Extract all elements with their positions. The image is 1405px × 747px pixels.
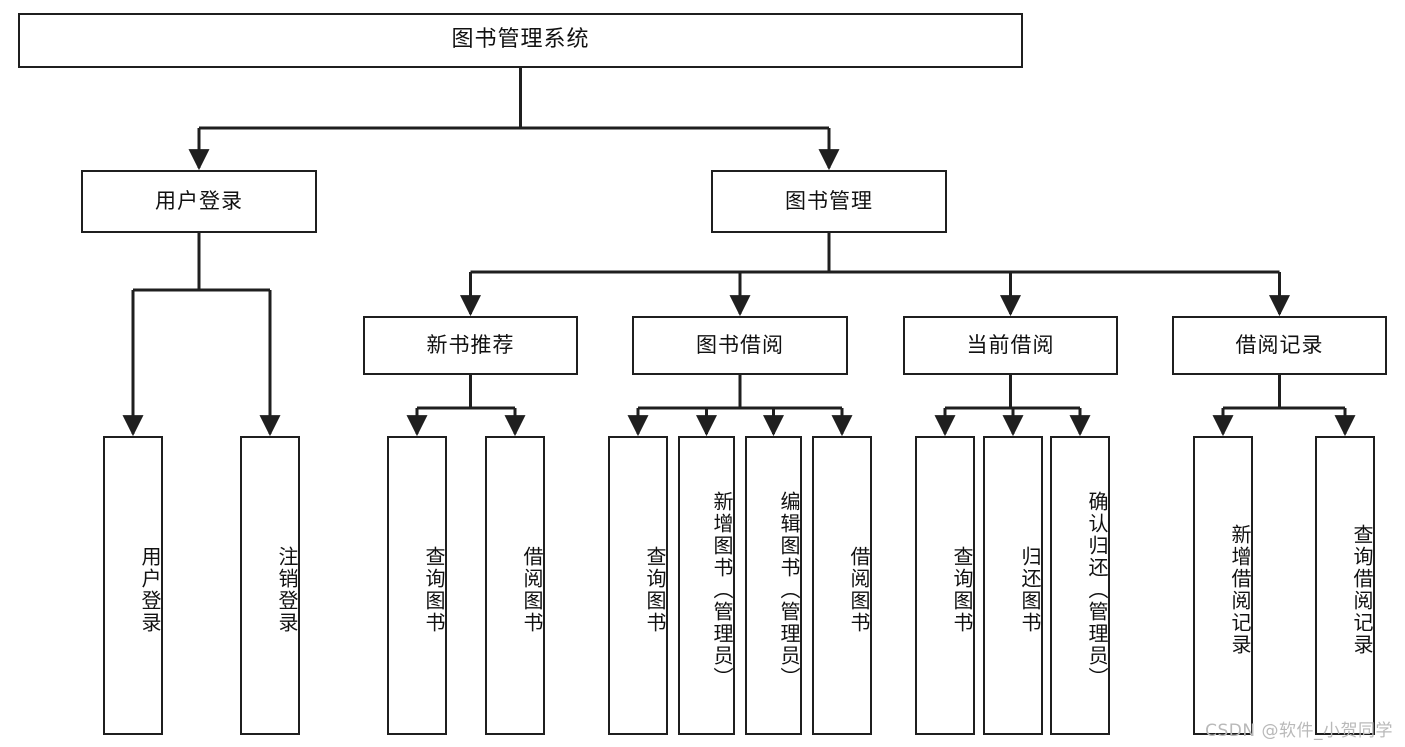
- node-leaf-return-book: 归还图书: [983, 436, 1043, 735]
- node-leaf-confirm-return: 确认归还（管理员）: [1050, 436, 1110, 735]
- node-leaf-edit-book: 编辑图书（管理员）: [745, 436, 802, 735]
- node-leaf-add-book-label: 新增图书（管理员）: [710, 490, 734, 689]
- node-leaf-borrow-book: 借阅图书: [812, 436, 872, 735]
- node-leaf-query-book-rec-label: 查询图书: [422, 545, 446, 634]
- node-leaf-logout-label: 注销登录: [275, 545, 299, 634]
- node-leaf-query-record-label: 查询借阅记录: [1350, 523, 1374, 656]
- node-leaf-edit-book-label: 编辑图书（管理员）: [777, 490, 801, 689]
- csdn-watermark: CSDN @软件_小贺同学: [1205, 721, 1393, 741]
- node-leaf-borrow-book-rec: 借阅图书: [485, 436, 545, 735]
- node-new-book-rec-label: 新书推荐: [426, 332, 515, 357]
- node-leaf-user-login-label: 用户登录: [138, 545, 162, 634]
- node-user-login-label: 用户登录: [155, 188, 243, 213]
- node-leaf-return-book-label: 归还图书: [1018, 545, 1042, 634]
- node-leaf-borrow-book-rec-label: 借阅图书: [520, 545, 544, 634]
- node-leaf-query-book-label: 查询图书: [643, 545, 667, 634]
- node-user-login: 用户登录: [81, 170, 317, 233]
- node-leaf-query-book-cur: 查询图书: [915, 436, 975, 735]
- node-book-borrow: 图书借阅: [632, 316, 848, 375]
- node-current-borrow: 当前借阅: [903, 316, 1118, 375]
- node-book-manage-label: 图书管理: [785, 188, 873, 213]
- node-leaf-add-book: 新增图书（管理员）: [678, 436, 735, 735]
- node-leaf-confirm-return-label: 确认归还（管理员）: [1085, 490, 1109, 689]
- node-leaf-user-login: 用户登录: [103, 436, 163, 735]
- node-leaf-add-record-label: 新增借阅记录: [1228, 523, 1252, 656]
- node-leaf-add-record: 新增借阅记录: [1193, 436, 1253, 735]
- node-book-manage: 图书管理: [711, 170, 947, 233]
- node-leaf-borrow-book-label: 借阅图书: [847, 545, 871, 634]
- node-current-borrow-label: 当前借阅: [966, 332, 1055, 357]
- node-leaf-query-book: 查询图书: [608, 436, 668, 735]
- node-root-label: 图书管理系统: [451, 27, 590, 53]
- node-borrow-record-label: 借阅记录: [1235, 332, 1324, 357]
- node-leaf-logout: 注销登录: [240, 436, 300, 735]
- node-book-borrow-label: 图书借阅: [696, 332, 784, 357]
- node-leaf-query-book-cur-label: 查询图书: [950, 545, 974, 634]
- node-leaf-query-record: 查询借阅记录: [1315, 436, 1375, 735]
- node-leaf-query-book-rec: 查询图书: [387, 436, 447, 735]
- node-root: 图书管理系统: [18, 13, 1023, 68]
- node-borrow-record: 借阅记录: [1172, 316, 1387, 375]
- node-new-book-rec: 新书推荐: [363, 316, 578, 375]
